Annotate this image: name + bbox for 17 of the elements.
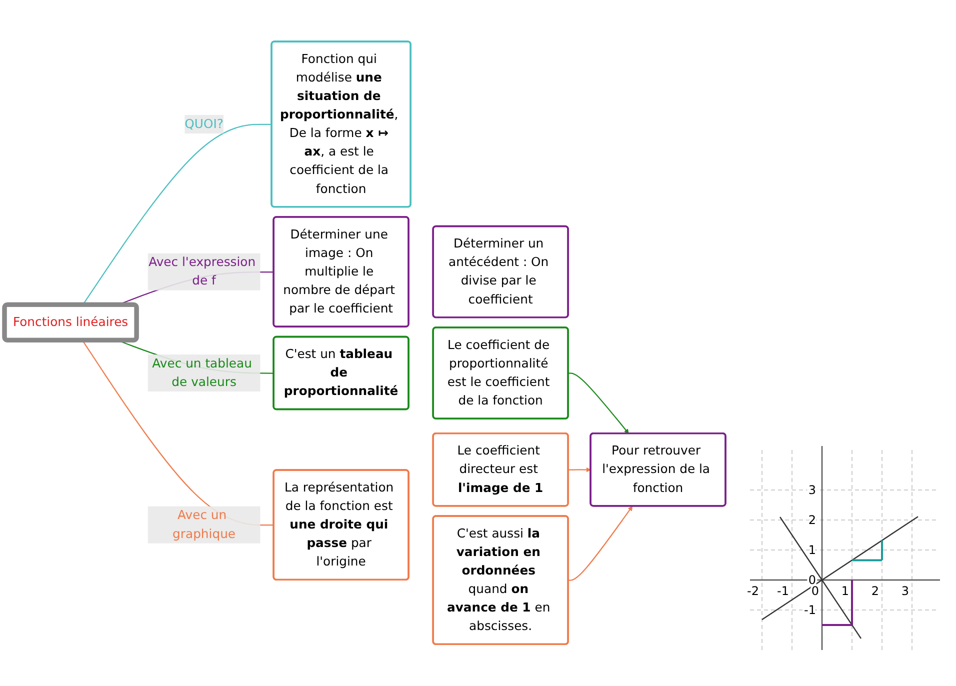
edge-label: Avec un graphique xyxy=(172,508,236,542)
edge-label: Avec un tableau de valeurs xyxy=(152,356,252,390)
arrow xyxy=(568,372,629,434)
axis-tick-label: -2 xyxy=(747,584,759,598)
axis-tick-label: 3 xyxy=(808,483,816,497)
arrow xyxy=(568,467,592,472)
axis-tick-label: 3 xyxy=(901,584,909,598)
axis-tick-label: 2 xyxy=(871,584,879,598)
arrow xyxy=(568,506,633,582)
axis-tick-label: 0 xyxy=(811,584,819,598)
axis-tick-label: 1 xyxy=(808,543,816,557)
axis-tick-label: 2 xyxy=(808,513,816,527)
axis-tick-label: 1 xyxy=(841,584,849,598)
edge-label: QUOI? xyxy=(184,117,224,132)
edge-label: Avec l'expression de f xyxy=(148,256,256,288)
axis-tick-label: -1 xyxy=(804,603,816,617)
axis-tick-label: -1 xyxy=(777,584,789,598)
